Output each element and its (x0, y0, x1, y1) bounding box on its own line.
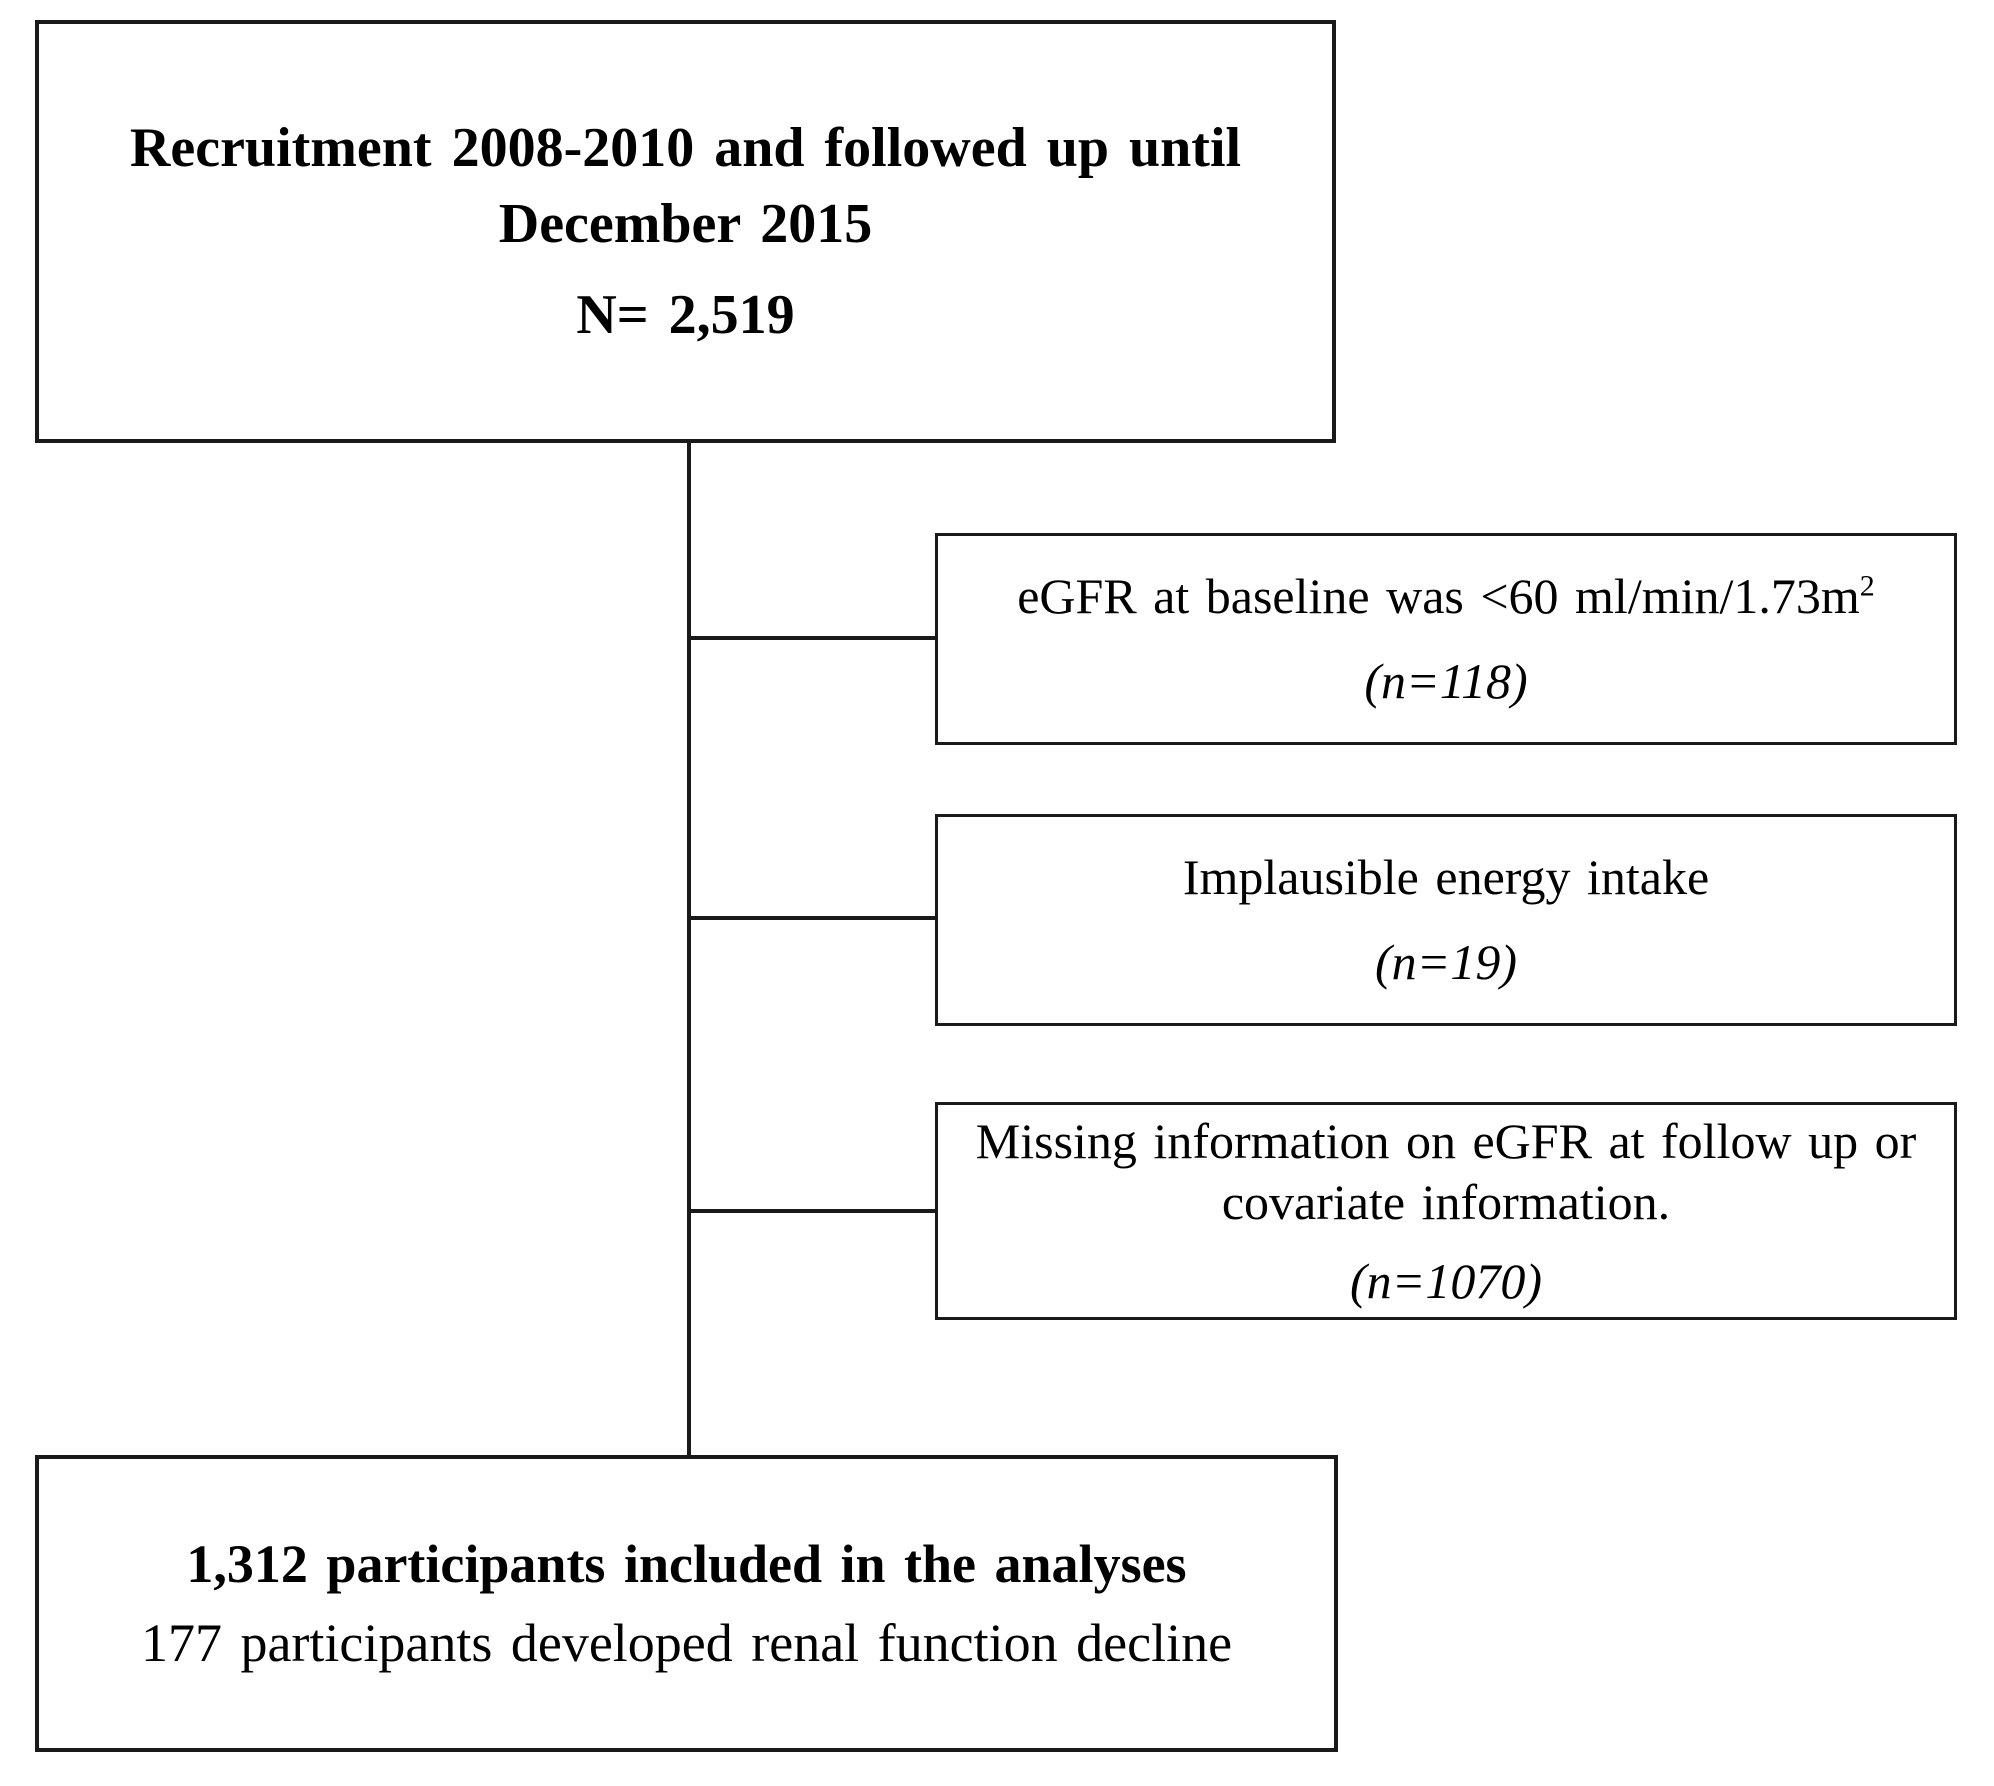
exclusion-egfr-text: eGFR at baseline was <60 ml/min/1.73m2 (1017, 568, 1875, 624)
flow-branch-line-3 (689, 1209, 937, 1213)
recruitment-box: Recruitment 2008-2010 and followed up un… (35, 20, 1336, 443)
exclusion-egfr-n-count: (n=118) (1364, 653, 1528, 709)
exclusion-missing-n-count: (n=1070) (1349, 1252, 1543, 1309)
exclusion-missing-text: Missing information on eGFR at follow up… (975, 1112, 1917, 1230)
flow-branch-line-1 (689, 636, 937, 640)
exclusion-energy-n-count: (n=19) (1374, 934, 1518, 990)
exclusion-box-energy-intake: Implausible energy intake (n=19) (935, 814, 1957, 1026)
recruitment-line-2: December 2015 (498, 193, 873, 256)
flow-branch-line-2 (689, 916, 937, 920)
flow-trunk-line (687, 441, 691, 1457)
analysis-outcome-line: 177 participants developed renal functio… (140, 1612, 1233, 1673)
recruitment-n-count: N= 2,519 (576, 283, 795, 346)
exclusion-box-missing-info: Missing information on eGFR at follow up… (935, 1102, 1957, 1320)
superscript-2: 2 (1859, 569, 1875, 603)
exclusion-box-egfr-baseline: eGFR at baseline was <60 ml/min/1.73m2 (… (935, 533, 1957, 745)
analysis-included-line: 1,312 participants included in the analy… (186, 1534, 1187, 1595)
exclusion-energy-text: Implausible energy intake (1182, 849, 1710, 905)
analysis-result-box: 1,312 participants included in the analy… (35, 1455, 1338, 1752)
recruitment-line-1: Recruitment 2008-2010 and followed up un… (129, 117, 1242, 180)
